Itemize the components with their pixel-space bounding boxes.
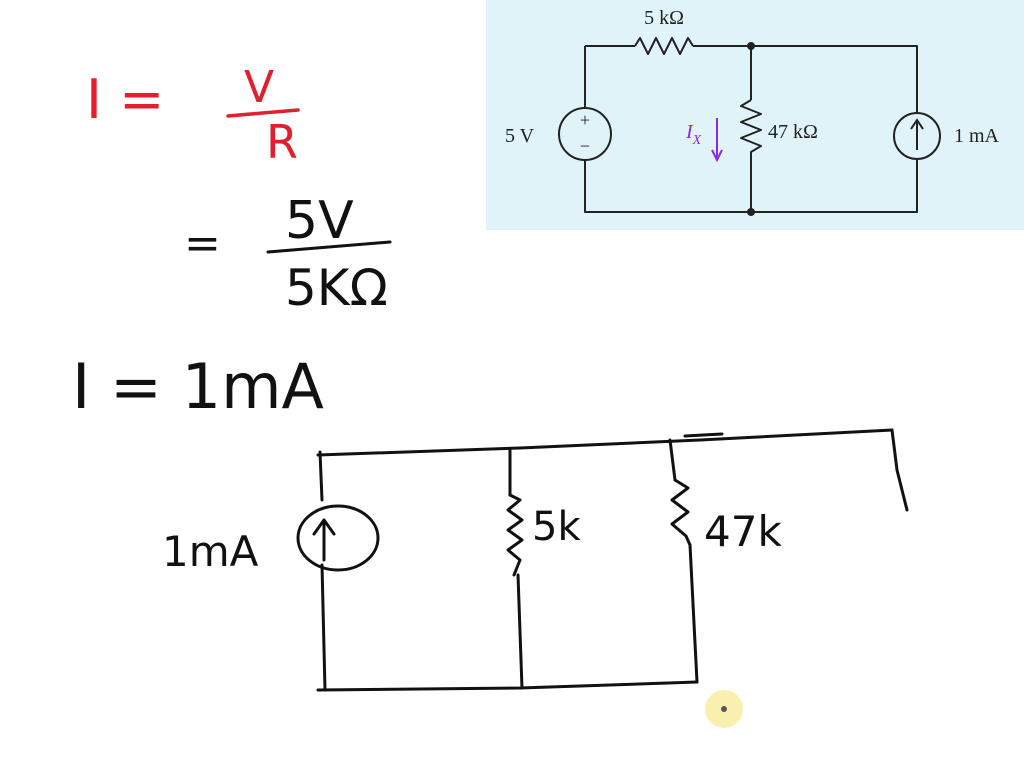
shunt-resistor xyxy=(740,99,762,212)
sketch-wire-branch-2 xyxy=(668,438,699,684)
formula-denominator: R xyxy=(266,115,298,169)
reference-circuit-panel: + − 5 kΩ 5 V IX 47 kΩ 1 mA xyxy=(486,0,1024,230)
shunt-resistor-label: 47 kΩ xyxy=(768,121,818,143)
pen-cursor-center xyxy=(721,706,727,712)
voltage-source-label: 5 V xyxy=(505,125,535,147)
voltage-source-symbol xyxy=(558,107,612,161)
sketch-wire-left xyxy=(318,450,327,692)
sketch-resistor-1-label: 5k xyxy=(532,504,581,550)
sketch-resistor-2-label: 47k xyxy=(704,507,782,556)
ix-current-label: IX xyxy=(685,121,702,148)
sketch-resistor-1 xyxy=(506,493,524,577)
sketch-circuit: 1mA 5k 47k xyxy=(162,428,909,692)
formula-fraction-bar xyxy=(226,108,300,118)
sketch-wire-branch-1 xyxy=(508,448,524,690)
formula-numerator: V xyxy=(244,62,274,113)
sketch-current-source-arrow-icon xyxy=(312,518,336,562)
voltage-source-plus-sign: + xyxy=(580,110,590,130)
sketch-wire-right-stub xyxy=(890,428,909,512)
current-source-label: 1 mA xyxy=(954,125,1000,147)
step-denominator: 5KΩ xyxy=(285,259,388,317)
substitution-step: = 5V 5KΩ xyxy=(184,191,392,317)
step-fraction-bar xyxy=(266,240,392,254)
sketch-current-source-symbol xyxy=(296,504,380,572)
sketch-wire-top-extra xyxy=(683,432,724,438)
step-equals-sign: = xyxy=(184,218,221,269)
series-resistor xyxy=(634,37,694,55)
series-resistor-label: 5 kΩ xyxy=(644,7,684,29)
junction-node-bottom xyxy=(747,208,755,216)
result-current: I = 1mA xyxy=(72,350,324,423)
sketch-resistor-2 xyxy=(670,478,692,547)
ohms-law-formula: I = V R xyxy=(86,62,300,169)
sketch-wire-bottom xyxy=(316,680,699,692)
ix-direction-arrow-icon xyxy=(711,118,723,163)
step-numerator: 5V xyxy=(285,191,354,251)
formula-lhs: I = xyxy=(86,68,164,131)
circuit-wire-top-right xyxy=(693,45,918,118)
voltage-source-minus-sign: − xyxy=(580,136,590,156)
junction-node-top xyxy=(747,42,755,50)
sketch-wire-top xyxy=(316,428,894,457)
current-source-arrow-icon xyxy=(910,118,924,150)
sketch-source-label: 1mA xyxy=(162,527,259,576)
